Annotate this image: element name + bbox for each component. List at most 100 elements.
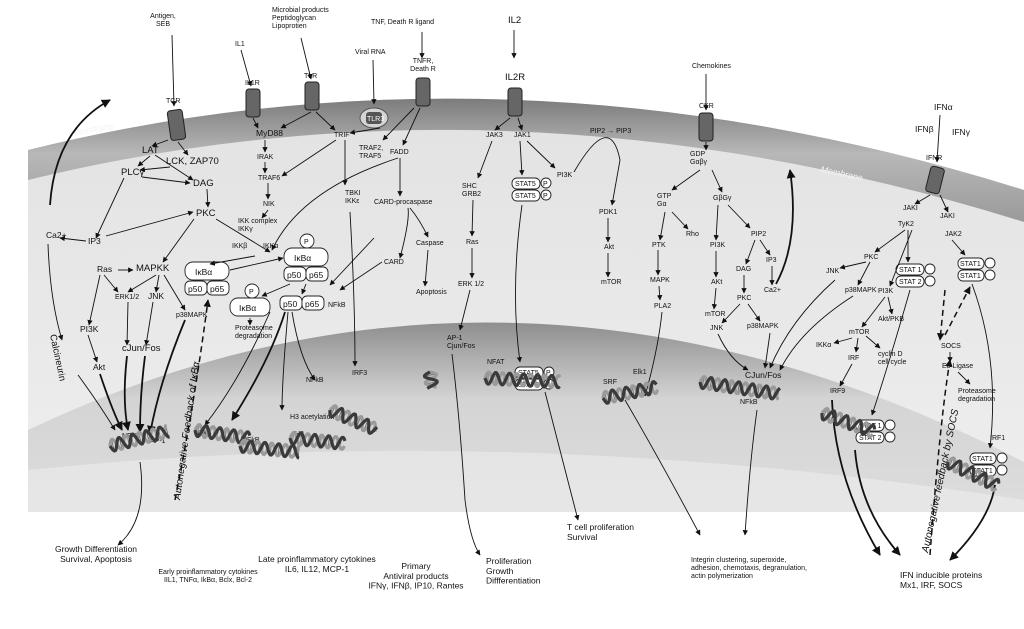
- jak2-node: JAK2: [945, 231, 962, 238]
- ifn-alpha-label: IFNα: [934, 102, 953, 112]
- pla2-node: PLA2: [654, 303, 671, 310]
- traf6-node: TRAF6: [258, 175, 280, 182]
- apoptosis-node: Apoptosis: [416, 289, 447, 296]
- arrow-antigen: [171, 34, 177, 107]
- pip2-ck-node: PIP2: [751, 231, 766, 238]
- ikba-free: P IκBα: [229, 283, 271, 317]
- svg-text:p65: p65: [210, 284, 224, 294]
- ckr-receptor: [698, 112, 714, 142]
- ikka-ifn-node: IKKα: [816, 342, 831, 349]
- feedback-ikb-arrow: [174, 299, 211, 501]
- ca-ck-node: Ca2+: [764, 287, 781, 294]
- svg-text:STAT1: STAT1: [960, 273, 981, 280]
- tyk2-node: TyK2: [898, 221, 914, 228]
- il1r-receptor: [245, 88, 261, 118]
- erk-il2-node: ERK 1/2: [458, 281, 484, 288]
- h3-acetylation-node: H3 acetylation: [290, 414, 334, 421]
- pi3k-ifn-node: PI3K: [878, 288, 894, 295]
- chemokines-label: Chemokines: [692, 63, 731, 70]
- svg-text:STAT1: STAT1: [972, 468, 993, 475]
- svg-text:STAT1: STAT1: [972, 456, 993, 463]
- tlr3-endosome: [359, 107, 389, 129]
- p38-ck-node: p38MAPK: [747, 323, 779, 330]
- p38-node: p38MAPK: [176, 312, 208, 319]
- jak1b-node: JAKI: [940, 213, 955, 220]
- dna-helices: [108, 370, 1001, 493]
- ifn-gamma-label: IFNγ: [952, 127, 971, 137]
- tnfr-label: TNFR,Death R: [410, 58, 436, 73]
- ikba-complex-right: P IκBα p50 p65: [283, 233, 329, 282]
- antigen-label: Antigen,SEB: [150, 13, 176, 28]
- card-procaspase-node: CARD-procaspase: [374, 199, 432, 206]
- svg-text:Integrin clustering, superoxid: Integrin clustering, superoxide,adhesion…: [691, 557, 807, 580]
- svg-text:p65: p65: [305, 299, 319, 309]
- ip3-ck-node: IP3: [766, 257, 777, 264]
- dna-helix: [328, 404, 379, 436]
- svg-text:Antigen,SEB: Antigen,SEB: [150, 13, 176, 28]
- svg-text:p50: p50: [287, 270, 301, 280]
- pkc-ifn-node: PKC: [864, 254, 878, 261]
- svg-text:p50: p50: [283, 299, 297, 309]
- feedback-socs-arrow: [929, 359, 953, 556]
- mapkk-node: MAPKK: [136, 263, 170, 274]
- trif-node: TRIF: [334, 132, 350, 139]
- cjun-ck-node: CJun/Fos: [745, 370, 781, 380]
- myd88-node: MyD88: [256, 128, 283, 138]
- svg-text:IκBα: IκBα: [195, 267, 212, 277]
- svg-text:STAT5: STAT5: [515, 181, 536, 188]
- il2r-label: IL2R: [505, 72, 525, 83]
- gbg-node: GβGγ: [713, 195, 732, 202]
- svg-text:STAT1: STAT1: [960, 261, 981, 268]
- dna-helix: [483, 370, 562, 390]
- pi3k-il2-node: PI3K: [557, 172, 573, 179]
- il1r-label: IL1R: [245, 80, 260, 87]
- jak3-node: JAK3: [486, 132, 503, 139]
- ikba-complex-left: IκBα p50 p65: [184, 261, 230, 296]
- mapk-ck-node: MAPK: [650, 277, 670, 284]
- irf3-node: IRF3: [352, 370, 367, 377]
- pkc-node: PKC: [196, 208, 216, 219]
- svg-text:STAT 2: STAT 2: [859, 435, 882, 442]
- svg-text:P: P: [543, 193, 548, 200]
- jak1a-node: JAKI: [903, 205, 918, 212]
- dna-helix: [820, 406, 877, 439]
- ikka-node: IKKα: [263, 243, 278, 250]
- tnf-ligand-label: TNF, Death R ligand: [371, 19, 434, 26]
- svg-text:P: P: [546, 370, 551, 377]
- ifnr-receptor: [925, 165, 945, 195]
- lat-node: LAT: [142, 145, 159, 156]
- jnk-node: JNK: [148, 291, 164, 301]
- mtor-ck-node: mTOR: [705, 311, 725, 318]
- nucleus-lower: [28, 512, 1024, 629]
- akt-node: Akt: [93, 362, 106, 372]
- output-integrin: Integrin clustering, superoxide,adhesion…: [691, 557, 807, 580]
- pip-node: PIP2 → PIP3: [590, 128, 631, 135]
- ca-node: Ca2+: [46, 230, 67, 240]
- tlr-receptor: [304, 81, 320, 111]
- card-node: CARD: [384, 259, 404, 266]
- ras-node: Ras: [97, 264, 112, 274]
- svg-text:STAT5: STAT5: [518, 370, 539, 377]
- viral-rna-label: Viral RNA: [355, 49, 386, 56]
- traf25-node: TRAF2,TRAF5: [359, 145, 383, 160]
- dag-node: DAG: [193, 178, 214, 189]
- mtor-il2-node: mTOR: [601, 279, 621, 286]
- ras-il2-node: Ras: [466, 239, 479, 246]
- dna-helix: [422, 370, 439, 390]
- svg-text:TRAF2,TRAF5: TRAF2,TRAF5: [359, 145, 383, 160]
